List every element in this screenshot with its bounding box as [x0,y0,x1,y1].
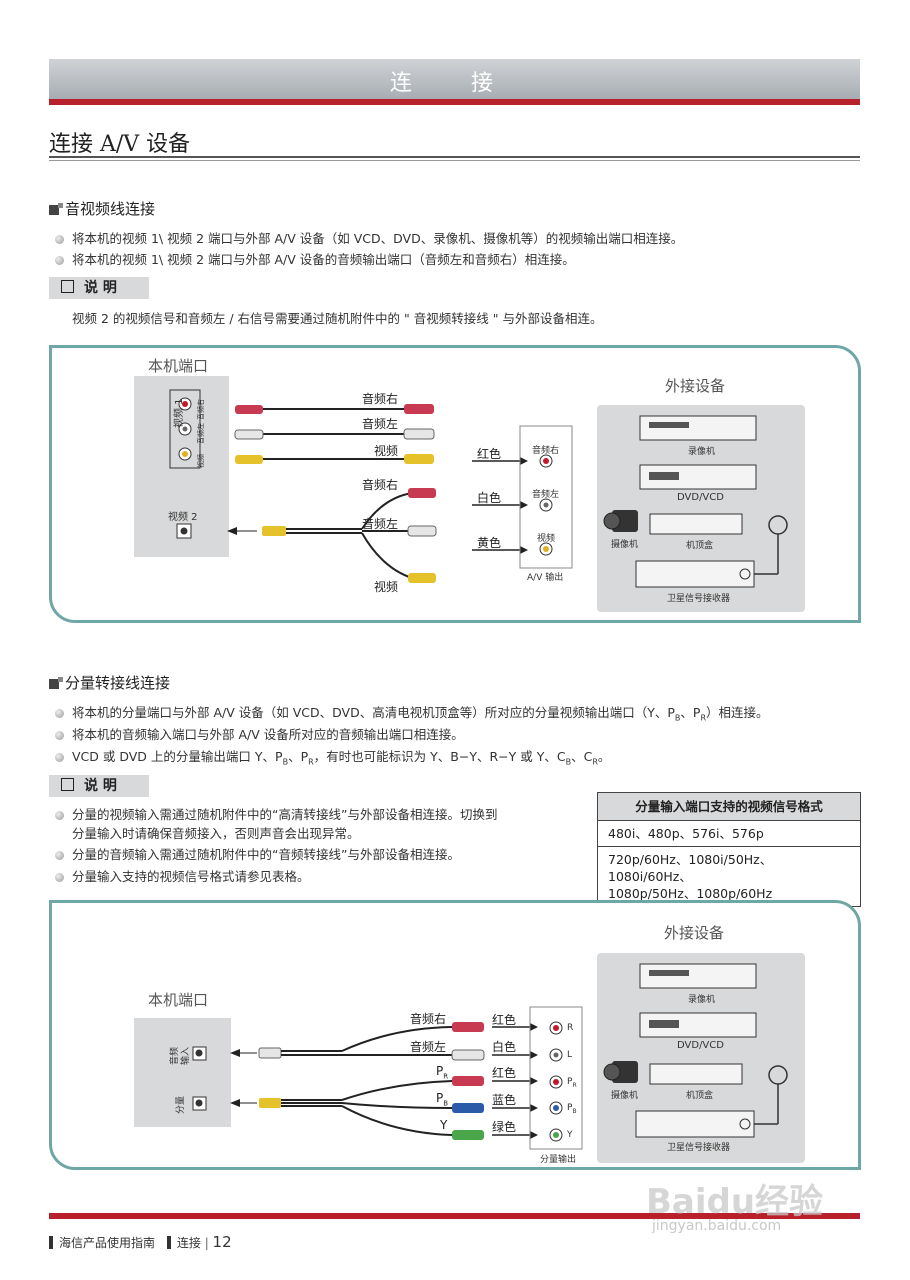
component-diagram-graphic [192,963,788,1150]
jack-v-label: 视频 [197,454,205,468]
table-header: 分量输入端口支持的视频信号格式 [598,793,860,821]
footer-bar-icon [166,1236,171,1249]
cable-label-r: 音频右 [362,392,399,406]
local-port-label: 本机端口 [148,991,209,1009]
bullet-icon [55,851,64,860]
stb-label: 机顶盒 [686,541,714,551]
section-marker-icon [49,677,63,689]
section-rule [49,156,860,161]
audio-in-label-2: 输入 [181,1046,191,1065]
signal-format-table: 分量输入端口支持的视频信号格式 480i、480p、576i、576p 720p… [597,792,861,907]
bullet-icon [55,235,64,244]
out-label-pb: PB [567,1103,577,1115]
cable-label-r2: 音频右 [362,478,399,492]
section-marker-icon [49,203,63,215]
footer: 海信产品使用指南 连接 | 12 [49,1233,232,1251]
component-output-label: 分量输出 [540,1155,577,1165]
baidu-watermark: Baidu经验 jingyan.baidu.com [646,1170,856,1240]
out-label-v: 视频 [537,534,556,544]
cable-label-y: Y [440,1118,448,1132]
footer-bar-icon [49,1236,53,1249]
out-label-r: R [567,1023,574,1033]
external-device-label: 外接设备 [664,924,725,942]
external-device-label: 外接设备 [665,377,726,395]
av-note-badge: 说 明 [49,277,149,299]
color-white: 白色 [492,1040,517,1054]
comp-note-1: 分量的视频输入需通过随机附件中的“高清转接线”与外部设备相连接。切换到 [55,806,497,823]
watermark-url: jingyan.baidu.com [652,1218,782,1234]
out-label-r: 音频右 [532,446,560,456]
out-label-pr: PR [567,1077,577,1089]
color-red-2: 红色 [492,1066,517,1080]
cable-label-pr: PR [436,1064,449,1081]
camcorder-label: 摄像机 [611,540,639,550]
comp-bullet-3: VCD 或 DVD 上的分量输出端口 Y、PB、PR，有时也可能标识为 Y、B−… [55,748,610,771]
av-connection-diagram: 本机端口 外接设备 [49,345,861,623]
table-row: 720p/60Hz、1080i/50Hz、1080i/60Hz、1080p/50… [608,852,773,901]
cable-label-l: 音频左 [362,417,399,431]
header-bar: 连 接 [49,59,860,105]
vcr-label: 录像机 [688,447,716,457]
component-in-label: 分量 [176,1095,186,1114]
color-green: 绿色 [492,1120,517,1134]
comp-note-badge: 说 明 [49,775,149,797]
jack-r-label: 音频右 [197,399,205,420]
av-note-text: 视频 2 的视频信号和音频左 / 右信号需要通过随机附件中的 " 音视频转接线 … [72,311,603,326]
comp-bullet-1: 将本机的分量端口与外部 A/V 设备（如 VCD、DVD、高清电视机顶盒等）所对… [55,704,769,727]
bullet-icon [55,811,64,820]
footer-rule [49,1213,860,1219]
stb-label: 机顶盒 [686,1091,714,1101]
av-subtitle: 音视频线连接 [49,198,155,219]
video1-label: 视频 1 [174,398,185,428]
comp-subtitle: 分量转接线连接 [49,672,170,693]
sat-label: 卫星信号接收器 [667,594,731,604]
comp-note-1-cont: 分量输入时请确保音频接入，否则声音会出现异常。 [72,826,360,841]
cable-label-r: 音频右 [410,1012,447,1026]
local-port-label: 本机端口 [148,357,209,375]
out-label-l: L [567,1050,573,1060]
checkbox-icon [61,280,74,293]
av-bullet-1: 将本机的视频 1\ 视频 2 端口与外部 A/V 设备（如 VCD、DVD、录像… [55,230,683,247]
cable-label-pb: PB [436,1091,449,1108]
watermark-brand: Baidu经验 [646,1182,824,1222]
bullet-icon [55,731,64,740]
table-row: 480i、480p、576i、576p [598,821,860,847]
cable-label-v: 视频 [374,444,399,458]
color-white: 白色 [477,491,502,505]
comp-note-2: 分量的音频输入需通过随机附件中的“音频转接线”与外部设备相连接。 [55,846,460,863]
color-red: 红色 [492,1013,517,1027]
av-diagram-graphic [169,389,788,588]
out-label-y: Y [567,1130,573,1140]
checkbox-icon [61,778,74,791]
cable-label-l: 音频左 [410,1040,447,1054]
comp-bullet-2: 将本机的音频输入端口与外部 A/V 设备所对应的音频输出端口相连接。 [55,726,464,743]
cable-label-v2: 视频 [374,580,399,594]
section-title: 连接 A/V 设备 [49,132,191,157]
bullet-icon [55,709,64,718]
page-number: 12 [212,1233,232,1251]
sat-label: 卫星信号接收器 [667,1143,731,1153]
comp-note-3: 分量输入支持的视频信号格式请参见表格。 [55,868,310,885]
av-output-label: A/V 输出 [527,573,564,583]
color-red: 红色 [477,447,502,461]
color-blue: 蓝色 [492,1093,517,1107]
component-connection-diagram: 外接设备 本机端口 [49,900,861,1170]
bullet-icon [55,873,64,882]
video2-label: 视频 2 [168,512,198,523]
bullet-icon [55,256,64,265]
local-port-box [134,1018,231,1127]
color-yellow: 黄色 [477,536,502,550]
jack-l-label: 音频左 [197,423,205,444]
av-bullet-2: 将本机的视频 1\ 视频 2 端口与外部 A/V 设备的音频输出端口（音频左和音… [55,251,575,268]
cable-label-l2: 音频左 [362,517,399,531]
bullet-icon [55,753,64,762]
vcr-label: 录像机 [688,995,716,1005]
out-label-l: 音频左 [532,490,560,500]
page-header-title: 连 接 [390,71,519,96]
dvd-label: DVD/VCD [677,1040,724,1051]
camcorder-label: 摄像机 [611,1091,639,1101]
dvd-label: DVD/VCD [677,492,724,503]
